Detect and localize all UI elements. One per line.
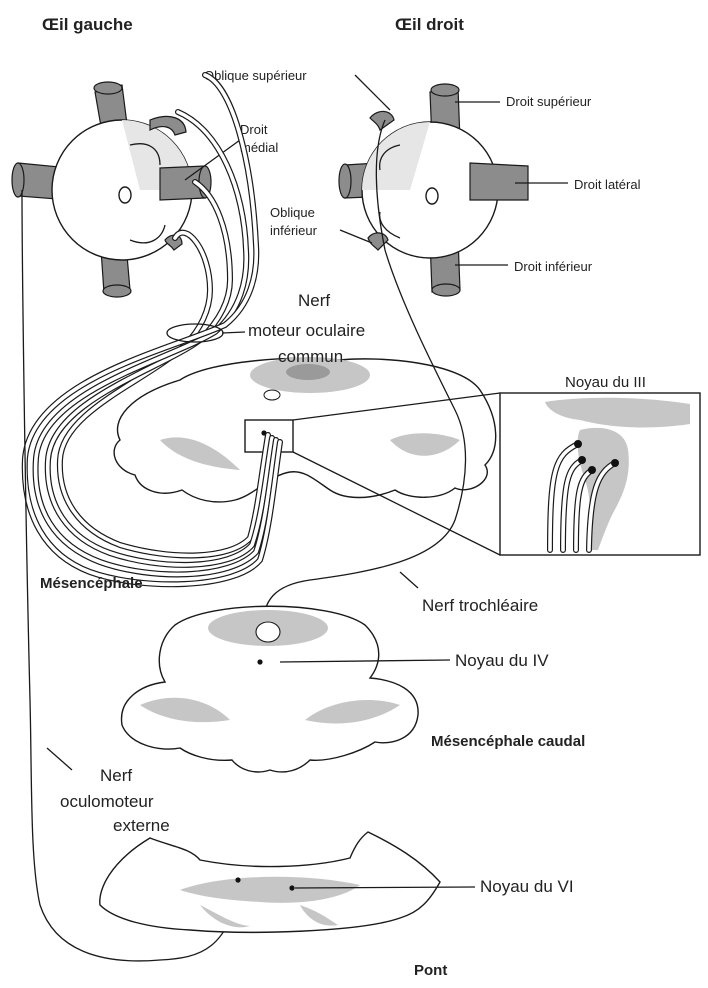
label-medial-rectus-1: Droit [240,122,268,137]
label-inferior-oblique-1: Oblique [270,205,315,220]
nucleus-iii-inset [500,393,700,555]
leader-oculomotor [222,332,245,333]
label-oculomotor-2: moteur oculaire [248,321,365,340]
right-eye-heading: Œil droit [395,15,464,34]
label-superior-rectus: Droit supérieur [506,94,592,109]
label-pons: Pont [414,962,447,979]
label-trochlear: Nerf trochléaire [422,596,538,615]
leader-inferior-oblique [340,230,372,243]
label-nucleus-vi: Noyau du VI [480,877,574,896]
label-inferior-rectus: Droit inférieur [514,259,593,274]
label-inferior-oblique-2: inférieur [270,223,318,238]
right-lateral-rectus [470,163,528,200]
label-oculomotor-3: commun [278,347,343,366]
label-abducens-1: Nerf [100,766,132,785]
label-superior-oblique: Oblique supérieur [204,68,307,83]
label-oculomotor-1: Nerf [298,291,330,310]
label-abducens-3: externe [113,816,170,835]
leader-superior-oblique [355,75,390,110]
right-eye [339,84,528,296]
label-midbrain: Mésencéphale [40,575,143,592]
label-nucleus-iv: Noyau du IV [455,651,549,670]
label-caudal-midbrain: Mésencéphale caudal [431,733,585,750]
left-eye-heading: Œil gauche [42,15,133,34]
pons-section [100,832,440,932]
caudal-midbrain-section [122,606,419,772]
nucleus-iv [257,659,262,664]
label-abducens-2: oculomoteur [60,792,154,811]
inset-title-nucleus-iii: Noyau du III [565,374,646,391]
label-lateral-rectus: Droit latéral [574,177,641,192]
nucleus-vi [235,877,240,882]
leader-trochlear [400,572,418,588]
midbrain-section [114,357,500,555]
leader-abducens [47,748,72,770]
